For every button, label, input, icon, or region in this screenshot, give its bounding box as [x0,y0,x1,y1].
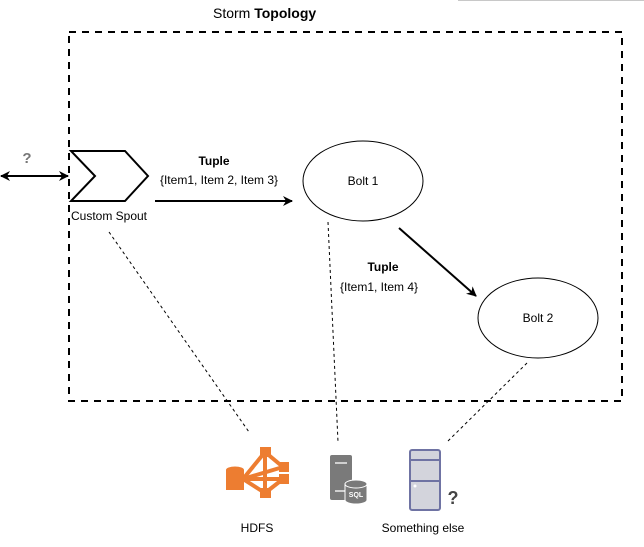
custom-spout-label: Custom Spout [70,209,148,223]
server-unknown-icon[interactable] [409,449,441,511]
bolt2-shape[interactable] [477,277,599,359]
sql-server-icon[interactable]: SQL [330,455,368,505]
top-edge-line [458,0,644,1]
edge1-title: Tuple [198,154,230,168]
something-else-label: Something else [381,521,465,535]
custom-spout-shape[interactable] [68,150,150,202]
edge2-fields: {Item1, Item 4} [339,280,419,294]
bolt1-shape[interactable] [302,140,424,222]
svg-text:SQL: SQL [349,492,364,499]
server-question-badge: ? [447,488,459,508]
bolt2-label: Bolt 2 [522,311,554,325]
question-icon: ? [22,150,32,167]
connector-bolt1-sql [327,221,339,443]
connector-bolt2-something [447,362,528,442]
connector-spout-hdfs [108,231,250,433]
edge-bolt1-bolt2[interactable] [398,227,477,297]
title-bold: Topology [254,5,317,21]
edge1-fields: {Item1, Item 2, Item 3} [159,173,279,187]
hdfs-icon[interactable] [226,447,289,498]
diagram-title: Storm Topology [213,5,316,21]
edge2-title: Tuple [367,260,399,274]
topology-boundary [68,31,623,402]
title-prefix: Storm [213,5,251,21]
bolt1-label: Bolt 1 [347,174,379,188]
hdfs-label: HDFS [240,521,274,535]
